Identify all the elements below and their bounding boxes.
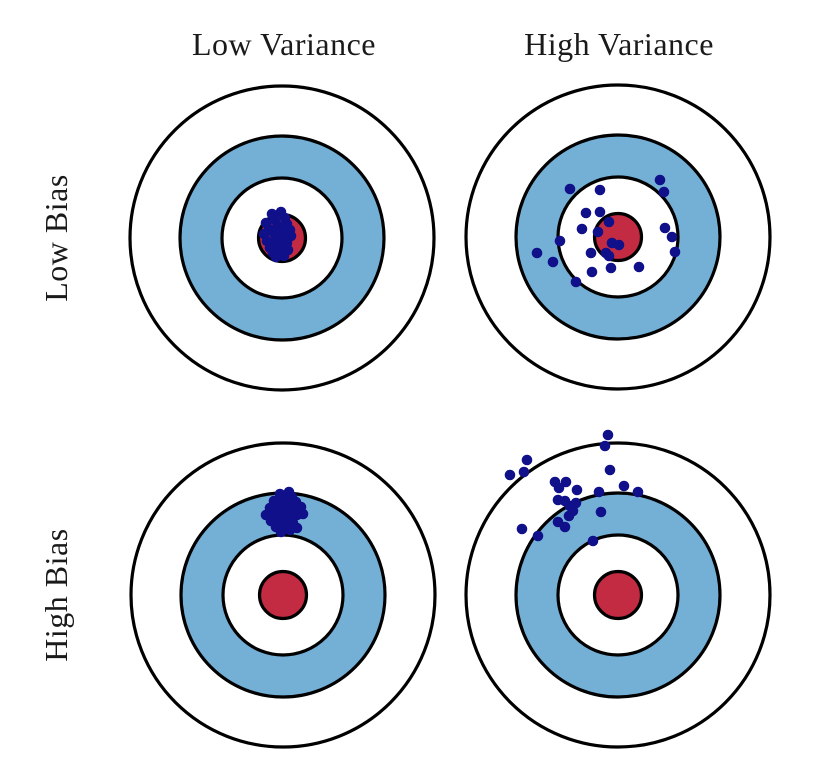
- estimate-point: [504, 469, 516, 481]
- estimate-point: [571, 484, 583, 496]
- estimate-point: [586, 266, 598, 278]
- estimate-point: [594, 184, 606, 196]
- estimate-point: [618, 480, 630, 492]
- estimate-point: [632, 486, 644, 498]
- estimate-point: [602, 429, 614, 441]
- estimate-point: [669, 246, 681, 258]
- estimate-point: [521, 454, 533, 466]
- estimate-point: [580, 207, 592, 219]
- target-ring-3: [592, 569, 644, 621]
- estimate-point: [604, 464, 616, 476]
- estimate-point: [570, 497, 582, 509]
- target-high-bias-low-variance: [129, 441, 437, 749]
- estimate-point: [564, 183, 576, 195]
- estimate-point: [576, 223, 588, 235]
- estimate-point: [560, 476, 572, 488]
- estimate-point: [518, 466, 530, 478]
- estimate-point: [570, 276, 582, 288]
- estimate-point: [654, 174, 666, 186]
- estimate-point: [633, 261, 645, 273]
- row-header-high-bias: High Bias: [38, 528, 75, 662]
- estimate-point: [563, 510, 575, 522]
- target-low-bias-high-variance: [464, 83, 772, 391]
- column-header-low-variance: Low Variance: [192, 26, 376, 62]
- target-ring-3: [257, 569, 309, 621]
- estimate-point: [605, 262, 617, 274]
- estimate-point: [659, 222, 671, 234]
- row-header-low-bias: Low Bias: [38, 174, 75, 302]
- estimate-point: [666, 231, 678, 243]
- estimate-point: [272, 229, 284, 241]
- estimate-point: [658, 186, 670, 198]
- estimate-point: [585, 247, 597, 259]
- estimate-point: [270, 251, 282, 263]
- column-header-high-variance: High Variance: [524, 26, 714, 62]
- estimate-point: [587, 535, 599, 547]
- estimate-point: [553, 482, 565, 494]
- estimate-point: [603, 216, 615, 228]
- estimate-point: [594, 206, 606, 218]
- estimate-point: [593, 486, 605, 498]
- estimate-point: [559, 521, 571, 533]
- estimate-point: [291, 522, 303, 534]
- estimate-point: [599, 440, 611, 452]
- target-low-bias-low-variance: [128, 84, 436, 392]
- estimate-point: [603, 250, 615, 262]
- estimate-point: [532, 530, 544, 542]
- estimate-point: [275, 526, 287, 538]
- estimate-point: [297, 508, 309, 520]
- estimate-point: [531, 247, 543, 259]
- estimate-point: [516, 523, 528, 535]
- estimate-point: [547, 256, 559, 268]
- target-high-bias-high-variance: [464, 429, 772, 749]
- estimate-point: [278, 250, 290, 262]
- estimate-point: [595, 506, 607, 518]
- estimate-point: [592, 226, 604, 238]
- estimate-point: [613, 239, 625, 251]
- estimate-point: [554, 235, 566, 247]
